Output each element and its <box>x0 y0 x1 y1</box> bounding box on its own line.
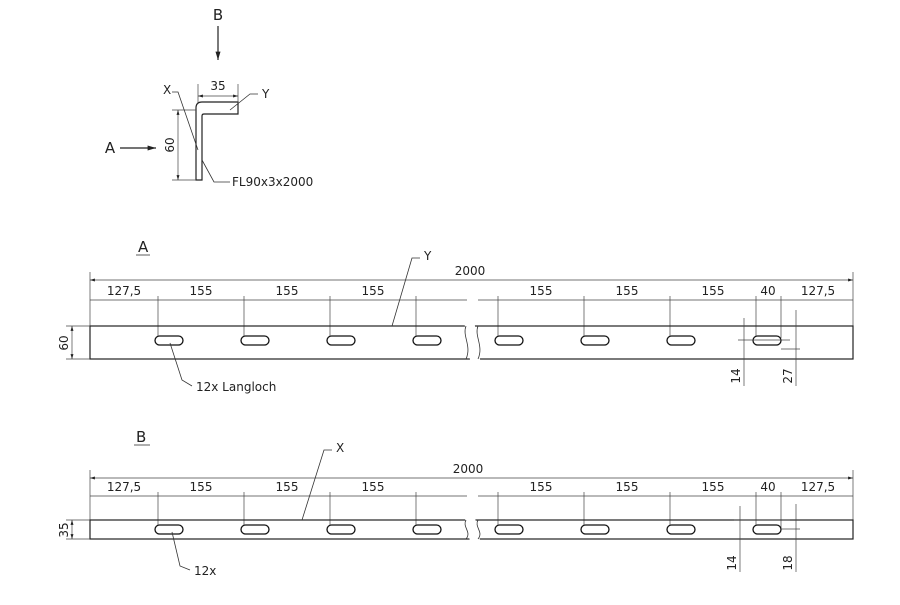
view-a-spacing: 155 <box>276 284 299 298</box>
slot-hole <box>580 335 610 346</box>
height-dim-text: 60 <box>163 137 177 152</box>
slot-hole <box>580 524 610 535</box>
view-b-hole-note: 12x <box>194 564 216 578</box>
view-b-spacing: 155 <box>616 480 639 494</box>
view-b-spacing: 155 <box>276 480 299 494</box>
break-line <box>464 325 469 360</box>
view-a-spacing: 155 <box>616 284 639 298</box>
slot-hole <box>326 524 356 535</box>
break-line <box>464 519 469 540</box>
view-a-right-edge: 127,5 <box>801 284 835 298</box>
leader-x <box>172 91 199 151</box>
view-a-spacing: 155 <box>530 284 553 298</box>
view-a-slot-length: 40 <box>760 284 775 298</box>
slot-hole <box>666 335 696 346</box>
view-b-callout-leader <box>301 449 332 521</box>
view-a-callout: Y <box>423 249 432 263</box>
slot-hole <box>412 524 442 535</box>
break-line <box>476 325 481 360</box>
slot-hole <box>240 335 270 346</box>
slot-hole <box>154 335 184 346</box>
slot-hole <box>494 524 524 535</box>
slot-hole <box>752 524 782 535</box>
slot-hole <box>240 524 270 535</box>
view-a-title: A <box>138 238 149 256</box>
view-b-left-edge: 127,5 <box>107 480 141 494</box>
view-b-total-text: 2000 <box>453 462 484 476</box>
slot-hole <box>752 335 782 346</box>
view-b-slots <box>154 524 782 535</box>
break-line <box>476 519 481 540</box>
view-b-spacing: 155 <box>362 480 385 494</box>
view-a-hole-offset: 14 <box>729 368 743 383</box>
slot-hole <box>412 335 442 346</box>
view-b-title: B <box>136 428 146 446</box>
view-a-left-edge: 127,5 <box>107 284 141 298</box>
view-a-hole-leader <box>169 342 193 387</box>
angle-profile <box>195 101 239 181</box>
view-a-callout-leader <box>391 257 420 327</box>
view-a-spacing: 155 <box>362 284 385 298</box>
view-b-slot-length: 40 <box>760 480 775 494</box>
view-b-arrow-label: B <box>213 6 223 24</box>
view-a-total-text: 2000 <box>455 264 486 278</box>
slot-hole <box>326 335 356 346</box>
view-a-hole-note: 12x Langloch <box>196 380 276 394</box>
label-x: X <box>163 83 171 97</box>
view-a-height-text: 60 <box>57 335 71 350</box>
view-b-callout: X <box>336 441 344 455</box>
view-b-hole-leader <box>171 531 191 571</box>
view-b-spacing: 155 <box>702 480 725 494</box>
view-a-arrow-label: A <box>105 139 116 157</box>
leader-y <box>229 93 258 111</box>
view-b-right-edge: 127,5 <box>801 480 835 494</box>
view-a-spacing: 155 <box>702 284 725 298</box>
view-b-hole-offset: 14 <box>725 555 739 570</box>
view-b-spacing: 155 <box>190 480 213 494</box>
view-b: B 2000 127,5 155 155 155 155 155 155 40 … <box>57 428 854 578</box>
material-label: FL90x3x2000 <box>232 175 313 189</box>
slot-hole <box>494 335 524 346</box>
view-a: A 2000 127,5 155 155 155 155 155 155 40 … <box>57 238 854 394</box>
view-b-hole-center: 18 <box>781 555 795 570</box>
view-b-spacing: 155 <box>530 480 553 494</box>
slot-hole <box>666 524 696 535</box>
slot-hole <box>154 524 184 535</box>
width-dim-text: 35 <box>210 79 225 93</box>
view-b-extension-lines <box>89 470 854 530</box>
view-a-spacing: 155 <box>190 284 213 298</box>
view-a-slots <box>154 335 782 346</box>
view-a-hole-center: 27 <box>781 368 795 383</box>
view-b-height-text: 35 <box>57 522 71 537</box>
view-a-extension-lines <box>89 272 854 338</box>
label-y: Y <box>261 87 270 101</box>
leader-material <box>201 159 230 183</box>
section-view: B A 35 60 X Y FL90x3x2000 <box>105 6 313 189</box>
